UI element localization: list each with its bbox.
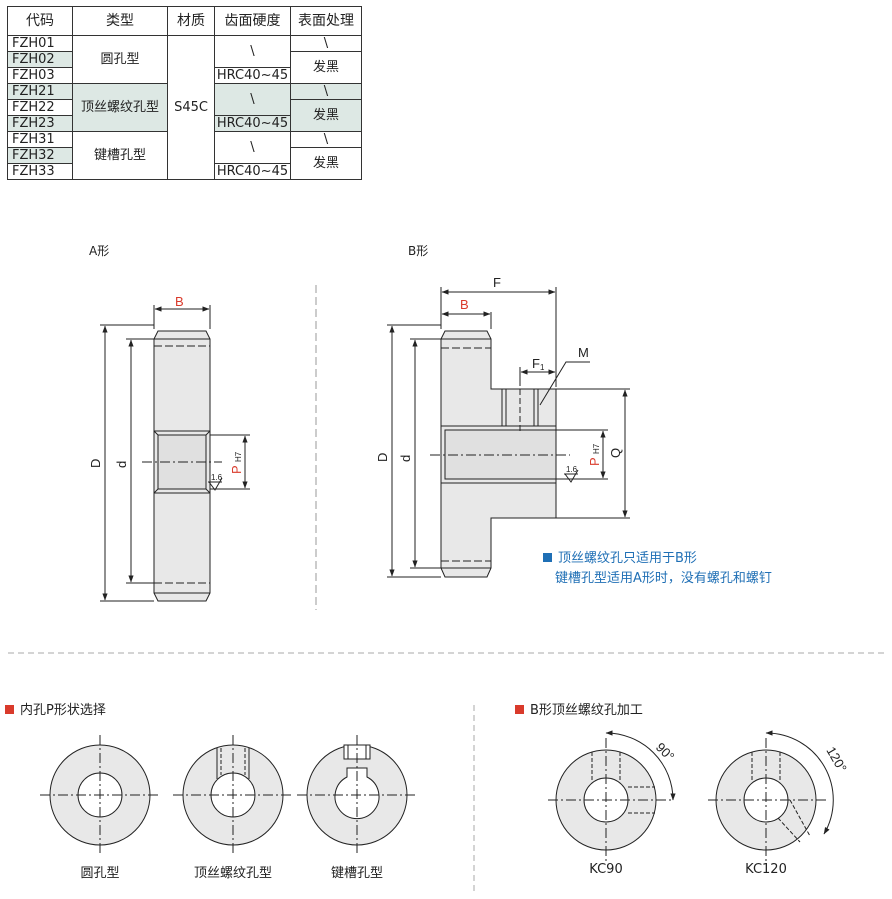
b-dim-D: D — [375, 453, 390, 462]
table-row: FZH21 顶丝螺纹孔型 \ \ — [7, 83, 362, 132]
b-dim-p: P — [587, 457, 602, 466]
table-row: FZH32 发黑 — [7, 147, 362, 180]
b-dim-q: Q — [608, 448, 623, 458]
code-cell: FZH32 — [7, 147, 73, 164]
bore-keyway — [297, 735, 417, 855]
angle-120: 120° — [823, 744, 849, 775]
a-dim-b: B — [175, 294, 184, 309]
caption-setscrew: 顶丝螺纹孔型 — [193, 866, 272, 881]
a-dim-D: D — [88, 459, 103, 468]
table-row: FZH22 发黑 — [7, 99, 362, 132]
b-dim-b: B — [460, 297, 469, 312]
section-bore-shape: 内孔P形状选择 — [5, 699, 106, 718]
caption-kc90: KC90 — [589, 862, 623, 877]
treatment-cell: \ — [290, 83, 362, 100]
angle-90: 90° — [653, 740, 678, 765]
code-cell: FZH22 — [7, 99, 73, 116]
hardness-cell: \ — [214, 131, 291, 164]
section-setscrew-title: B形顶丝螺纹孔加工 — [530, 703, 643, 718]
kc120-diagram — [708, 730, 834, 862]
bore-round — [40, 735, 160, 855]
b-shape-title: B形 — [408, 244, 429, 258]
caption-kc120: KC120 — [745, 862, 787, 877]
type-cell: 键槽孔型 — [72, 131, 168, 180]
caption-keyway: 键槽孔型 — [330, 866, 383, 881]
a-dim-p: P — [229, 465, 244, 474]
hardness-cell: HRC40~45 — [214, 163, 291, 180]
code-cell: FZH31 — [7, 131, 73, 148]
b-dim-h7: H7 — [592, 443, 601, 454]
code-cell: FZH33 — [7, 163, 73, 180]
type-cell: 顶丝螺纹孔型 — [72, 83, 168, 132]
header-code: 代码 — [7, 6, 73, 36]
caption-round: 圆孔型 — [80, 866, 120, 881]
table-row: FZH33 HRC40~45 — [7, 163, 362, 180]
section-bore-title: 内孔P形状选择 — [20, 703, 106, 718]
section-setscrew-machining: B形顶丝螺纹孔加工 — [515, 699, 643, 718]
header-treatment: 表面处理 — [290, 6, 362, 36]
a-shape-gear — [100, 285, 317, 610]
treatment-cell: 发黑 — [290, 99, 362, 132]
bore-setscrew — [173, 735, 293, 855]
b-shape-gear — [387, 287, 630, 578]
note-bullet-icon — [543, 553, 552, 562]
kc90-diagram — [548, 730, 676, 862]
a-dim-h7: H7 — [234, 451, 243, 462]
b-dim-f1-sub: 1 — [540, 363, 545, 372]
table-row: FZH31 键槽孔型 \ \ — [7, 131, 362, 180]
hardness-cell: \ — [214, 83, 291, 116]
a-shape-title: A形 — [89, 244, 110, 258]
table-row: FZH23 HRC40~45 — [7, 115, 362, 132]
b-dim-f: F — [493, 275, 501, 290]
b-dim-m: M — [578, 345, 589, 360]
section-bullet-icon — [515, 705, 524, 714]
b-dim-f1: F — [532, 356, 540, 371]
applicability-note: 顶丝螺纹孔只适用于B形 键槽孔型适用A形时，没有螺孔和螺钉 — [543, 549, 772, 589]
b-roughness: 1.6 — [566, 465, 578, 474]
code-cell: FZH23 — [7, 115, 73, 132]
b-dim-d: d — [398, 455, 413, 462]
code-cell: FZH21 — [7, 83, 73, 100]
hardness-cell: \ — [214, 35, 291, 68]
a-dim-d: d — [114, 461, 129, 468]
a-roughness: 1.6 — [211, 473, 223, 482]
note-line-2: 键槽孔型适用A形时，没有螺孔和螺钉 — [555, 571, 772, 586]
spec-table: 代码 类型 材质 齿面硬度 表面处理 FZH01 圆孔型 S45C \ \ FZ… — [7, 6, 362, 180]
treatment-cell: 发黑 — [290, 147, 362, 180]
table-header-row: 代码 类型 材质 齿面硬度 表面处理 — [7, 6, 362, 36]
note-line-1: 顶丝螺纹孔只适用于B形 — [558, 551, 697, 566]
section-bullet-icon — [5, 705, 14, 714]
